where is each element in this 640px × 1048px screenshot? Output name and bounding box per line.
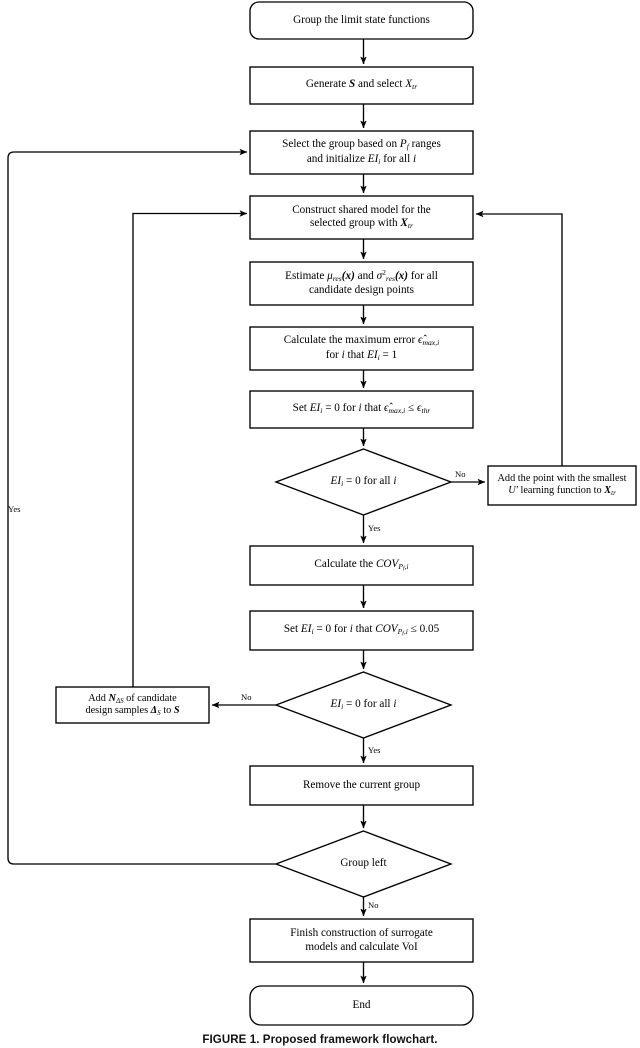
hit-node-finish-construction[interactable] bbox=[250, 919, 473, 962]
node-select-group bbox=[249, 130, 474, 175]
hit-node-add-point-u-learning[interactable] bbox=[488, 466, 636, 505]
hit-node-end[interactable] bbox=[250, 986, 473, 1025]
node-calculate-max-error bbox=[249, 326, 474, 371]
hit-node-group-limit-state[interactable] bbox=[250, 2, 473, 39]
hit-node-construct-shared-model[interactable] bbox=[250, 196, 473, 239]
figure-caption: FIGURE 1. Proposed framework flowchart. bbox=[202, 1034, 438, 1046]
hit-node-estimate-mu-sigma[interactable] bbox=[250, 262, 473, 305]
edge-label-no-group-left: No bbox=[368, 900, 379, 910]
hit-node-generate-s[interactable] bbox=[250, 67, 473, 104]
edge-d3-yes-loop-n3 bbox=[7, 148, 276, 865]
node-set-ei-cov bbox=[249, 610, 474, 651]
hit-decision-ei-zero-1[interactable] bbox=[276, 449, 451, 515]
edge-label-no-decision-2: No bbox=[241, 692, 252, 702]
edge-label-yes-decision-2: Yes bbox=[368, 745, 381, 755]
hit-node-set-ei-cov[interactable] bbox=[250, 611, 473, 650]
hit-node-select-group[interactable] bbox=[250, 131, 473, 174]
hit-node-calculate-cov[interactable] bbox=[250, 546, 473, 585]
edge-label-yes-decision-1: Yes bbox=[368, 523, 381, 533]
edge-n11-loop-n4 bbox=[132, 210, 248, 687]
node-construct-shared-model bbox=[249, 195, 474, 240]
hit-node-remove-current-group[interactable] bbox=[250, 766, 473, 805]
node-estimate-mu-sigma bbox=[249, 261, 474, 306]
edge-label-no-decision-1: No bbox=[455, 469, 466, 479]
node-remove-current-group bbox=[249, 765, 474, 806]
hit-decision-ei-zero-2[interactable] bbox=[276, 672, 451, 738]
hit-node-set-ei-error[interactable] bbox=[250, 391, 473, 428]
hit-node-add-candidate-samples[interactable] bbox=[56, 687, 209, 723]
edge-label-yes-group-left: Yes bbox=[8, 504, 21, 514]
edge-n8-loop-n4 bbox=[475, 210, 563, 466]
node-set-ei-error bbox=[249, 390, 474, 429]
node-finish-construction bbox=[249, 918, 474, 963]
node-generate-s bbox=[249, 66, 474, 105]
hit-node-calculate-max-error[interactable] bbox=[250, 327, 473, 370]
node-calculate-cov bbox=[249, 545, 474, 586]
hit-decision-group-left[interactable] bbox=[276, 831, 451, 897]
node-group-limit-state bbox=[249, 1, 474, 40]
node-end bbox=[249, 985, 474, 1026]
